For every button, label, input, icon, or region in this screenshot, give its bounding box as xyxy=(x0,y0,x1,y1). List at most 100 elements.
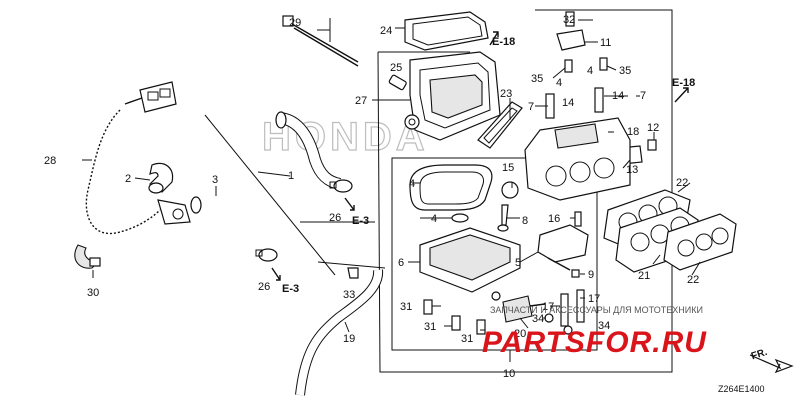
needle-16 xyxy=(574,211,582,227)
tube-19 xyxy=(295,269,384,396)
bolts-31 xyxy=(423,299,486,335)
sensor xyxy=(157,199,191,225)
callout-22-upper: 22 xyxy=(676,177,688,189)
clamp-26-lower xyxy=(255,248,278,262)
callout-35-right: 35 xyxy=(619,65,631,77)
callout-10: 10 xyxy=(503,368,515,380)
screws-35 xyxy=(564,57,608,73)
callout-14-left: 14 xyxy=(562,97,574,109)
callout-26-lower: 26 xyxy=(258,281,270,293)
callout-15: 15 xyxy=(502,162,514,174)
watermark-site: PARTSFOR.RU xyxy=(482,326,707,359)
gasket-22-lower xyxy=(663,213,737,271)
ref-e18-right: E-18 xyxy=(672,77,695,89)
gasket-4 xyxy=(409,164,493,211)
callout-34-right: 34 xyxy=(598,320,610,332)
jet-8 xyxy=(501,204,509,226)
callout-22-lower: 22 xyxy=(687,274,699,286)
clip-33 xyxy=(347,267,359,279)
callout-8: 8 xyxy=(522,215,528,227)
callout-16: 16 xyxy=(548,213,560,225)
callout-28: 28 xyxy=(44,155,56,167)
callout-31-a: 31 xyxy=(400,301,412,313)
hose-3 xyxy=(190,193,270,260)
e18-arrow-right xyxy=(674,87,689,103)
callout-7-right: 7 xyxy=(640,90,646,102)
callout-24: 24 xyxy=(380,25,392,37)
callout-26-upper: 26 xyxy=(329,212,341,224)
callout-17-right: 17 xyxy=(588,293,600,305)
solenoid-20 xyxy=(502,295,546,323)
intake-manifold-27 xyxy=(380,51,501,141)
callout-12: 12 xyxy=(647,122,659,134)
ref-e18-left: E-18 xyxy=(492,36,515,48)
callout-14-right: 14 xyxy=(612,90,624,102)
callout-31-c: 31 xyxy=(461,333,473,345)
callout-32: 32 xyxy=(563,14,575,26)
callout-31-b: 31 xyxy=(424,321,436,333)
bolt-32 xyxy=(565,11,575,27)
elbow-2 xyxy=(148,162,174,194)
callout-30: 30 xyxy=(87,287,99,299)
callout-11: 11 xyxy=(600,37,611,49)
watermark-caption: ЗАПЧАСТИ И АКСЕССУАРЫ ДЛЯ МОТОТЕХНИКИ xyxy=(490,305,703,315)
springs-14 xyxy=(545,87,604,119)
callout-9: 9 xyxy=(588,269,594,281)
callout-20: 20 xyxy=(514,328,526,340)
leader-33 xyxy=(317,261,386,269)
gasket-24 xyxy=(395,11,489,51)
leader-lines xyxy=(82,19,701,333)
hose-1 xyxy=(275,111,342,190)
callout-1: 1 xyxy=(288,170,294,182)
wire-harness-28 xyxy=(85,81,177,235)
float-chamber-6 xyxy=(408,227,521,293)
callout-6: 6 xyxy=(398,257,404,269)
callout-25: 25 xyxy=(390,62,402,74)
e18-arrow-left xyxy=(489,31,499,46)
pin-25 xyxy=(388,74,407,91)
ref-e3-lower: E-3 xyxy=(282,283,299,295)
diagram-code: Z264E1400 xyxy=(718,384,765,394)
callout-18: 18 xyxy=(627,126,639,138)
callout-13: 13 xyxy=(626,164,638,176)
callout-4-left: 4 xyxy=(556,77,562,89)
fr-arrow xyxy=(749,354,794,374)
callout-23: 23 xyxy=(500,88,512,100)
callout-27: 27 xyxy=(355,95,367,107)
callout-5: 5 xyxy=(515,257,521,269)
callout-34-left: 34 xyxy=(532,313,544,325)
main-frame xyxy=(377,9,673,373)
direction-label: FR. xyxy=(750,347,769,363)
callout-17-left: 17 xyxy=(542,301,554,313)
bracket-11 xyxy=(556,29,586,51)
callout-4-right: 4 xyxy=(587,65,593,77)
frame-line-left xyxy=(204,114,336,276)
callout-4-gasket: 4 xyxy=(409,178,415,190)
callout-21: 21 xyxy=(638,270,650,282)
clamp-26-upper xyxy=(329,179,353,193)
callout-2: 2 xyxy=(125,173,131,185)
part-12 xyxy=(647,139,657,151)
callout-4-oring: 4 xyxy=(431,213,437,225)
callout-33: 33 xyxy=(343,289,355,301)
screw-9 xyxy=(571,269,580,278)
callout-3: 3 xyxy=(212,174,218,186)
nut-4 xyxy=(497,224,509,232)
ref-e3-upper: E-3 xyxy=(352,215,369,227)
gasket-23 xyxy=(477,101,523,149)
o-ring-4 xyxy=(451,213,469,223)
o-ring-15 xyxy=(501,181,519,199)
carburetor-box xyxy=(391,157,598,351)
callout-7-left: 7 xyxy=(528,101,534,113)
e3-arrow-lower xyxy=(271,267,281,281)
callout-29: 29 xyxy=(289,17,301,29)
float-5 xyxy=(519,224,589,271)
throttle-body xyxy=(524,117,631,201)
clip-30 xyxy=(74,244,101,269)
e3-arrow-upper xyxy=(344,197,355,211)
callout-35-left: 35 xyxy=(531,73,543,85)
screws-17 xyxy=(560,289,585,327)
callout-19: 19 xyxy=(343,333,355,345)
